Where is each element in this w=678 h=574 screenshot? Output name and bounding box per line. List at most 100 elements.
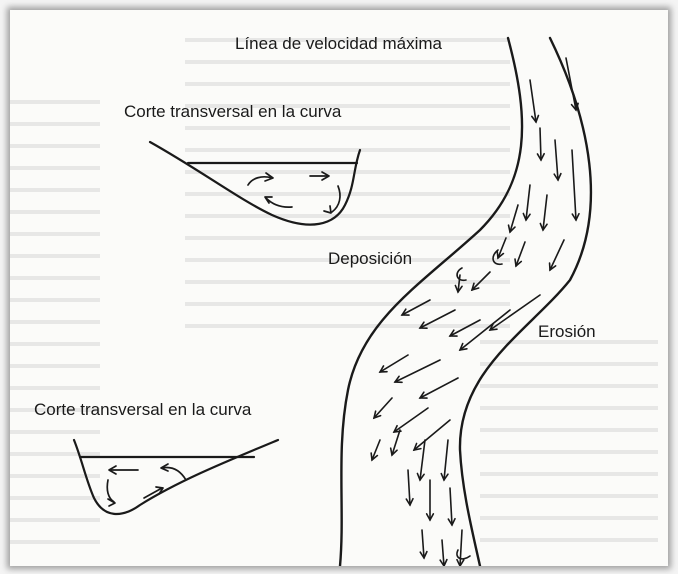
flow-arrow bbox=[440, 439, 449, 482]
flow-arrow bbox=[553, 139, 562, 182]
flow-arrow bbox=[536, 127, 545, 162]
background-text-line bbox=[185, 148, 510, 152]
background-text-line bbox=[10, 364, 100, 368]
flow-arrow bbox=[372, 397, 393, 420]
background-text-line bbox=[185, 82, 510, 86]
background-text-line bbox=[10, 166, 100, 170]
background-text-line bbox=[480, 384, 658, 388]
background-text-line bbox=[10, 496, 100, 500]
flow-arrow bbox=[393, 359, 441, 384]
flow-arrow bbox=[448, 319, 481, 337]
flow-arrow bbox=[539, 194, 548, 232]
flow-arrow bbox=[425, 479, 435, 522]
cross-section-bottom-circulation-arrows bbox=[106, 463, 187, 507]
cross-section-top-circulation-arrows bbox=[247, 171, 341, 214]
flow-arrow bbox=[419, 529, 428, 560]
flow-arrow bbox=[370, 439, 381, 462]
background-text-line bbox=[185, 38, 510, 42]
background-text-line bbox=[185, 214, 510, 218]
flow-arrow bbox=[458, 309, 511, 352]
background-text-line bbox=[10, 540, 100, 544]
flow-arrow bbox=[418, 377, 459, 399]
flow-arrow bbox=[496, 237, 507, 260]
river-left-bank bbox=[338, 36, 524, 566]
background-text-line bbox=[10, 320, 100, 324]
deposition-label: Deposición bbox=[328, 249, 413, 268]
background-text-line bbox=[10, 342, 100, 346]
background-text-line bbox=[185, 192, 510, 196]
background-text-line bbox=[185, 104, 510, 108]
background-text-line bbox=[10, 100, 100, 104]
cross-section-bottom-label: Corte transversal en la curva bbox=[34, 400, 252, 419]
background-text-line bbox=[185, 302, 510, 306]
river-meander-diagram bbox=[10, 36, 658, 566]
background-text-line bbox=[10, 474, 100, 478]
erosion-label: Erosión bbox=[538, 322, 596, 341]
flow-arrow bbox=[400, 299, 431, 316]
background-text-line bbox=[10, 144, 100, 148]
background-text-line bbox=[10, 210, 100, 214]
eddy-curl bbox=[456, 549, 471, 560]
cross-section-top bbox=[148, 140, 362, 226]
flow-arrows bbox=[370, 57, 580, 566]
background-text-line bbox=[10, 518, 100, 522]
background-text-line bbox=[10, 452, 100, 456]
background-text-texture bbox=[10, 38, 658, 544]
max-velocity-line-label: Línea de velocidad máxima bbox=[235, 34, 442, 53]
background-text-line bbox=[480, 450, 658, 454]
flow-arrow bbox=[418, 309, 456, 329]
background-text-line bbox=[185, 258, 510, 262]
cross-section-bottom bbox=[72, 438, 280, 515]
background-text-line bbox=[10, 430, 100, 434]
flow-arrow bbox=[548, 239, 565, 272]
background-text-line bbox=[10, 386, 100, 390]
flow-arrow bbox=[456, 529, 465, 566]
flow-arrow bbox=[529, 79, 540, 124]
background-text-line bbox=[10, 254, 100, 258]
cross-section-bottom-channel bbox=[72, 438, 280, 515]
cross-section-top-channel bbox=[148, 140, 362, 226]
background-text-line bbox=[480, 428, 658, 432]
background-text-line bbox=[10, 276, 100, 280]
flow-arrow bbox=[571, 149, 580, 222]
flow-arrow bbox=[412, 419, 451, 452]
flow-arrow bbox=[565, 57, 579, 112]
background-text-line bbox=[185, 280, 510, 284]
background-text-line bbox=[10, 188, 100, 192]
background-text-line bbox=[480, 406, 658, 410]
eddy-curl bbox=[456, 267, 467, 282]
background-text-line bbox=[480, 494, 658, 498]
background-text-line bbox=[185, 170, 510, 174]
flow-arrow bbox=[405, 469, 414, 507]
flow-arrow bbox=[392, 407, 429, 433]
river-right-bank bbox=[458, 36, 593, 566]
background-text-line bbox=[10, 408, 100, 412]
background-text-line bbox=[185, 60, 510, 64]
background-text-line bbox=[480, 538, 658, 542]
background-text-line bbox=[480, 472, 658, 476]
background-text-line bbox=[10, 298, 100, 302]
flow-arrow bbox=[470, 271, 491, 292]
flow-arrow bbox=[507, 204, 519, 234]
flow-arrow bbox=[522, 184, 531, 222]
flow-arrow bbox=[439, 539, 448, 566]
figure-frame: Línea de velocidad máxima Corte transver… bbox=[10, 10, 668, 566]
background-text-line bbox=[480, 362, 658, 366]
cross-section-top-label: Corte transversal en la curva bbox=[124, 102, 342, 121]
flow-arrow bbox=[416, 439, 426, 482]
background-text-line bbox=[185, 236, 510, 240]
flow-arrow bbox=[454, 274, 463, 294]
background-text-line bbox=[185, 324, 510, 328]
flow-arrow bbox=[378, 354, 409, 373]
background-text-line bbox=[10, 232, 100, 236]
background-text-line bbox=[480, 516, 658, 520]
background-text-line bbox=[480, 340, 658, 344]
flow-arrow bbox=[488, 294, 541, 331]
background-text-line bbox=[185, 126, 510, 130]
flow-arrow bbox=[389, 429, 401, 457]
background-text-line bbox=[10, 122, 100, 126]
eddy-curl bbox=[492, 249, 503, 266]
flow-arrow bbox=[447, 487, 456, 527]
flow-arrow bbox=[514, 241, 526, 268]
